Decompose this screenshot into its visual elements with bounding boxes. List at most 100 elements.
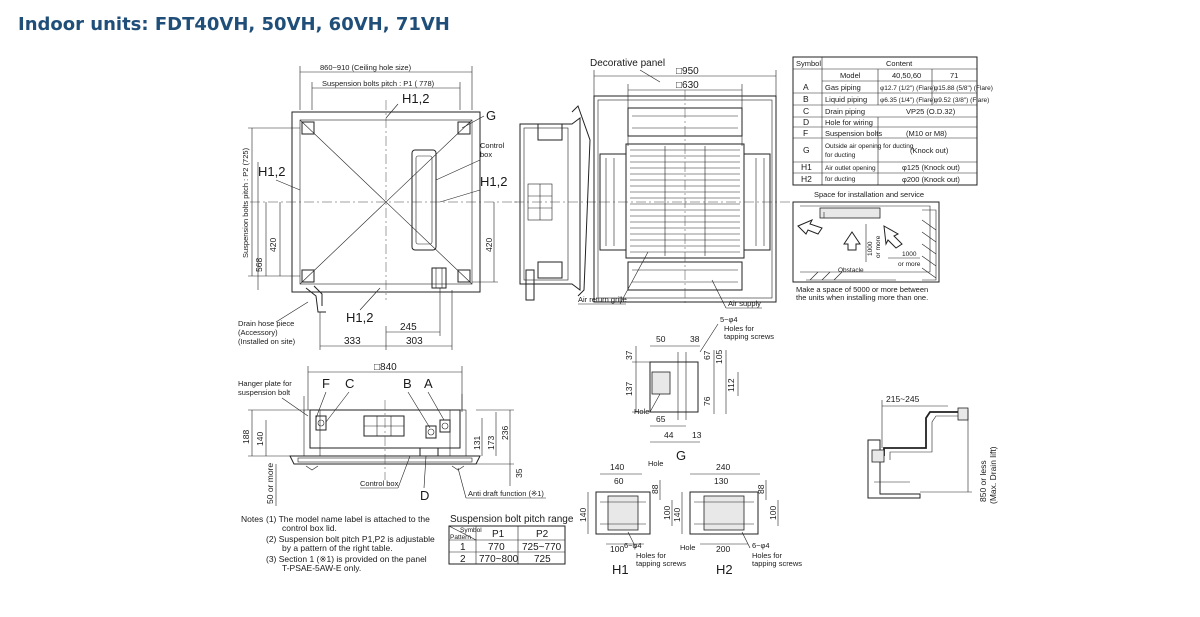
g-dim-50: 50 [656,334,666,344]
dim-1000-b: 1000 [902,251,917,258]
drain-hose-line2: (Accessory) [238,328,278,337]
dim-ceiling-hole: 860~910 (Ceiling hole size) [320,63,412,72]
pitch-row1-pattern: 1 [460,542,466,553]
pitch-head-p1: P1 [492,529,505,540]
label-h12-bottom: H1,2 [346,310,373,325]
service-space: Space for installation and service 1000 … [792,190,940,302]
item-c: Drain piping [825,107,865,116]
h1-detail: 140 60 Hole 140 88 100 100 6−φ4 Holes fo… [578,459,686,577]
item-b: Liquid piping [825,95,867,104]
item-g2: for ducting [825,152,856,159]
service-note-line1: Make a space of 5000 or more between [796,285,928,294]
g-holes-2: Holes for [724,324,755,333]
span-g: (Knock out) [910,146,949,155]
h1-holes-2: Holes for [636,551,667,560]
page-title: Indoor units: FDT40VH, 50VH, 60VH, 71VH [18,14,450,35]
h1-dim-88: 88 [650,484,660,494]
dim-bolt-pitch-p2: Suspension bolts pitch : P2 (725) [241,147,250,258]
drain-hose-line1: Drain hose piece [238,319,294,328]
item-g: Outside air opening for ducting [825,143,914,150]
g-label: G [676,448,686,463]
h1-label: H1 [612,562,629,577]
pitch-row2-pattern: 2 [460,554,466,565]
span-h1: φ125 (Knock out) [902,163,960,172]
table-model-col1: 40,50,60 [892,71,921,80]
pitch-row2-p2: 725 [534,554,551,565]
span-h2: φ200 (Knock out) [902,175,960,184]
notes: Notes (1) The model name label is attach… [241,514,435,573]
c1-b: φ6.35 (1/4") (Flare) [880,97,935,104]
table-model-label: Model [840,71,861,80]
note-line-3: (2) Suspension bolt pitch P1,P2 is adjus… [266,534,435,544]
g-dim-13: 13 [692,430,702,440]
dim-bolt-pitch-p1: Suspension bolts pitch : P1 ( 778) [322,79,435,88]
pitch-table-title: Suspension bolt pitch range [450,514,574,525]
dim-140: 140 [255,432,265,446]
g-holes-1: 5−φ4 [720,315,738,324]
panel-view: Decorative panel □950 □630 [578,58,790,309]
h2-dim-200: 200 [716,544,730,554]
g-dim-137: 137 [624,382,634,396]
dim-950: □950 [676,66,699,77]
h2-dim-100: 100 [768,506,778,520]
label-a: A [424,376,433,391]
hanger-plate-line2: suspension bolt [238,388,291,397]
hanger-plate-line1: Hanger plate for [238,379,292,388]
h1-holes-3: tapping screws [636,559,686,568]
pitch-head-p2: P2 [536,529,549,540]
note-line-4: by a pattern of the right table. [282,543,393,553]
dim-568: 568 [254,258,264,272]
g-dim-65: 65 [656,414,666,424]
c2-b: φ9.52 (3/8") (Flare) [934,97,989,104]
h1-hole: Hole [648,459,663,468]
dim-850b: (Max. Drain lift) [988,446,998,504]
dim-840: □840 [374,362,397,373]
h2-holes-3: tapping screws [752,559,802,568]
g-dim-67: 67 [702,350,712,360]
notes-prefix: Notes [241,514,263,524]
label-h12-right: H1,2 [480,174,507,189]
dim-630: □630 [676,80,699,91]
h1-dim-100b: 100 [610,544,624,554]
drain-lift-detail: 215~245 850 or less (Max. Drain lift) [867,394,998,504]
pitch-table: Suspension bolt pitch range Symbol Patte… [448,514,574,565]
dim-1000-a: 1000 [867,241,874,256]
sym-g: G [803,145,810,155]
dim-420-left: 420 [268,238,278,252]
g-dim-44: 44 [664,430,674,440]
span-c: VP25 (O.D.32) [906,107,956,116]
note-line-6: T-PSAE-5AW-E only. [282,563,361,573]
pitch-row2-p1: 770~800 [479,554,519,565]
pitch-row1-p1: 770 [488,542,505,553]
air-supply-label: Air supply [728,299,761,308]
label-d: D [420,488,429,503]
note-line-1: (1) The model name label is attached to … [266,514,430,524]
dim-1000-a2: or more [875,235,882,258]
pitch-head-pattern: Pattern [450,534,471,541]
dim-420-right: 420 [484,238,494,252]
h2-detail: 240 130 140 88 100 Hole 200 6−φ4 Holes f… [672,462,802,577]
decorative-panel-label: Decorative panel [590,58,665,69]
h2-dim-140: 140 [672,508,682,522]
pitch-head-symbol: Symbol [460,527,482,534]
h2-holes-2: Holes for [752,551,783,560]
label-h12-top: H1,2 [402,91,429,106]
dim-236: 236 [500,426,510,440]
table-model-col2: 71 [950,71,958,80]
item-d: Hole for wiring [825,118,873,127]
control-box-line2: box [480,150,492,159]
h2-hole: Hole [680,543,695,552]
item-h1b: for ducting [825,176,856,183]
table-head-content: Content [886,59,913,68]
top-view: 860~910 (Ceiling hole size) Suspension b… [238,63,520,350]
sym-c: C [803,106,809,116]
h2-holes-1: 6−φ4 [752,541,770,550]
symbol-table: Symbol Content Model 40,50,60 71 A Gas p… [792,56,993,186]
control-box-line1: Control [480,141,505,150]
dim-850: 850 or less [978,460,988,502]
label-b: B [403,376,412,391]
sym-b: B [803,94,809,104]
g-hole: Hole [634,407,649,416]
dim-131: 131 [472,436,482,450]
